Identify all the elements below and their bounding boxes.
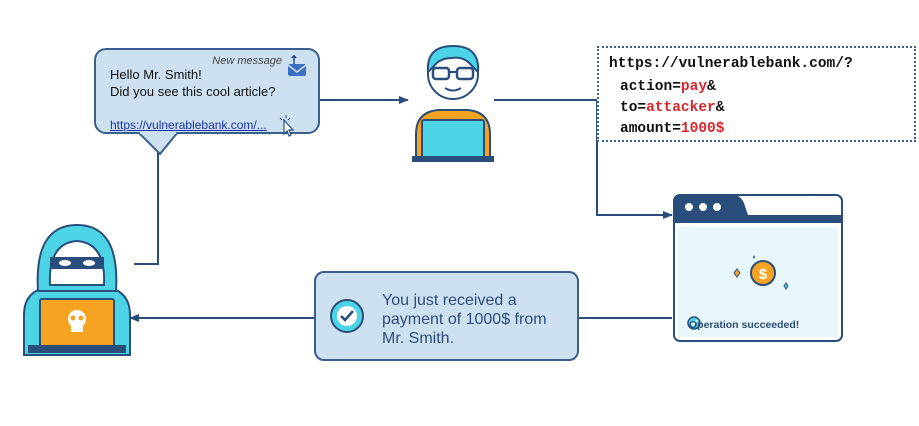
check-circle-icon [330,299,364,333]
param-to: to=attacker& [620,100,725,116]
new-message-label: New message [212,55,282,67]
message-greeting: Hello Mr. Smith! [110,67,202,82]
url-base: https://vulnerablebank.com/? [609,56,853,72]
bubble-tail [138,132,179,156]
attacker-to-message-line [134,152,159,265]
payment-notification: You just received a payment of 1000$ fro… [314,271,579,361]
envelope-hook-icon [287,55,307,76]
message-body: Did you see this cool article? [110,84,276,99]
operation-status: Operation succeeded! [689,319,800,331]
forged-request-url: https://vulnerablebank.com/? action=pay&… [597,46,916,142]
malicious-link[interactable]: https://vulnerablebank.com/... [110,118,267,132]
cursor-click-icon [279,115,295,137]
svg-text:$: $ [759,266,768,283]
victim-user-icon [412,44,494,162]
bank-browser-window: $ [673,194,843,342]
message-bubble: New message Hello Mr. Smith! Did you see… [94,48,320,137]
notification-text: You just received a payment of 1000$ fro… [382,292,547,347]
attacker-hacker-icon [23,223,131,356]
param-amount: amount=1000$ [620,121,725,137]
param-action: action=pay& [620,79,716,95]
